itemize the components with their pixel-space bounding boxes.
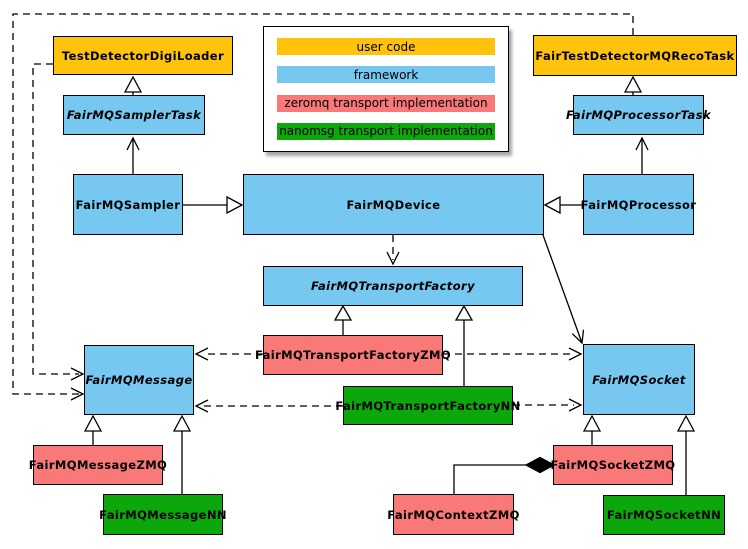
- class-box-fairmqcontextzmq: FairMQContextZMQ: [387, 494, 519, 535]
- legend-item-nanomsg: nanomsg transport implementation: [277, 122, 495, 140]
- edge-samplertask-digiloader: [123, 75, 143, 95]
- edge-factoryzmq-message: [194, 347, 263, 361]
- edge-recotask-message: [12, 13, 634, 401]
- legend-item-framework: framework: [277, 66, 495, 84]
- edge-device-transportfactory: [386, 235, 400, 266]
- class-box-fairmqtransportfactorynn: FairMQTransportFactoryNN: [335, 386, 520, 425]
- class-box-fairmqtransportfactoryzmq: FairMQTransportFactoryZMQ: [255, 335, 451, 375]
- edge-factorynn-socket: [513, 398, 583, 412]
- edge-factorynn-message: [194, 399, 343, 413]
- class-box-fairmqsocket: FairMQSocket: [583, 344, 695, 415]
- class-box-fairtestdetectormqrecotask: FairTestDetectorMQRecoTask: [533, 35, 737, 76]
- legend: user code framework zeromq transport imp…: [263, 26, 509, 152]
- edge-factoryzmq-factory: [333, 304, 353, 335]
- edge-messagezmq-message: [83, 414, 103, 445]
- class-box-fairmqmessagenn: FairMQMessageNN: [99, 494, 226, 535]
- class-box-fairmqmessage: FairMQMessage: [84, 345, 194, 415]
- class-box-fairmqsampler: FairMQSampler: [73, 174, 183, 235]
- class-box-fairmqsocketzmq: FairMQSocketZMQ: [551, 445, 675, 485]
- class-box-fairmqprocessor: FairMQProcessor: [581, 174, 696, 235]
- legend-item-user-code: user code: [277, 38, 495, 55]
- edge-processor-processortask: [635, 136, 649, 174]
- class-box-fairmqsocketnn: FairMQSocketNN: [603, 495, 725, 535]
- class-box-fairmqtransportfactory: FairMQTransportFactory: [263, 266, 523, 306]
- edge-socketzmq-socket: [582, 414, 602, 445]
- class-box-fairmqprocessortask: FairMQProcessorTask: [566, 95, 711, 135]
- edge-processortask-recotask: [623, 75, 643, 95]
- edge-factoryzmq-socket: [443, 347, 583, 361]
- class-box-fairmqdevice: FairMQDevice: [243, 174, 544, 235]
- edge-socketzmq-contextzmq: [453, 456, 556, 494]
- edge-digiloader-message: [32, 63, 85, 381]
- edge-sampler-device: [183, 195, 244, 215]
- edge-processor-device: [543, 195, 583, 215]
- class-box-fairmqmessagezmq: FairMQMessageZMQ: [29, 445, 167, 485]
- edge-sampler-samplertask: [126, 136, 140, 174]
- edge-factorynn-factory: [454, 304, 474, 386]
- class-box-testdetectordigiloader: TestDetectorDigiLoader: [53, 36, 233, 75]
- edge-messagenn-message: [172, 414, 192, 494]
- edge-device-socket: [542, 234, 585, 345]
- class-box-fairmqsamplertask: FairMQSamplerTask: [63, 95, 205, 135]
- legend-item-zeromq: zeromq transport implementation: [277, 94, 495, 112]
- edge-socketnn-socket: [676, 414, 696, 495]
